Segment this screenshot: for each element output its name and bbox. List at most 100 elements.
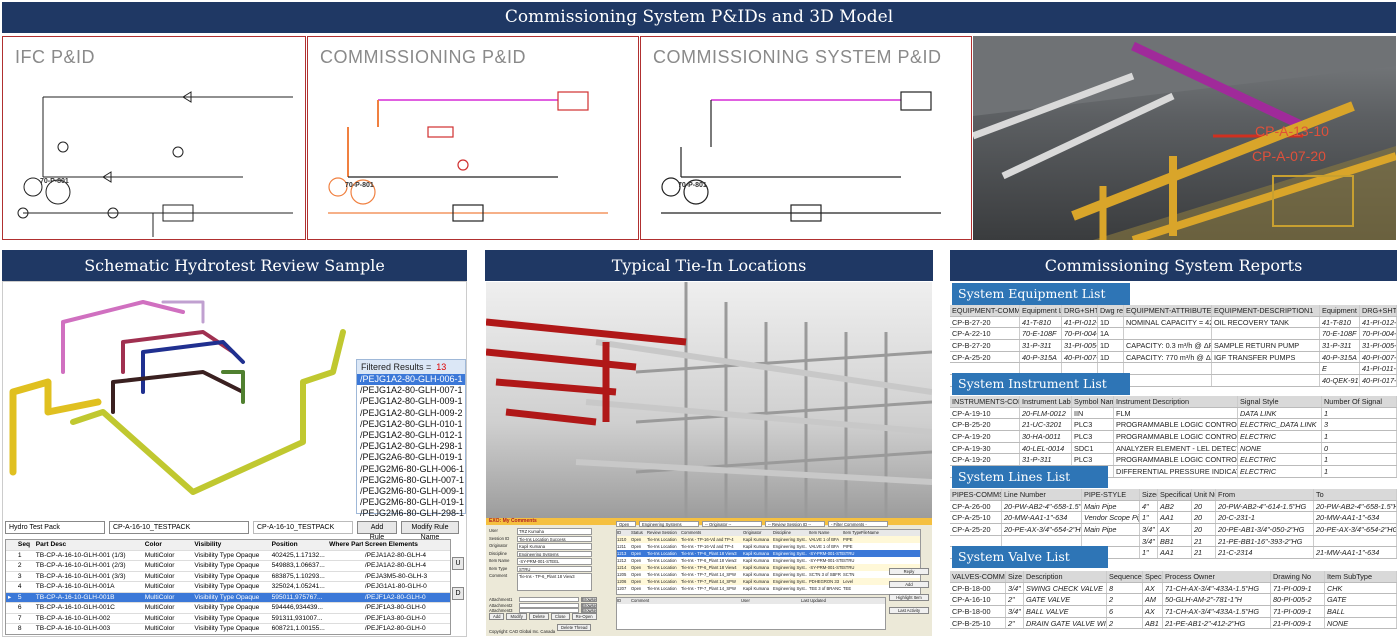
grid-column-header[interactable]: Seq bbox=[17, 541, 31, 548]
filtered-result-item[interactable]: /PEJG2M6-80-GLH-007-1 bbox=[360, 474, 465, 485]
tiein-side-button[interactable]: Last Activity bbox=[889, 607, 929, 614]
filtered-result-item[interactable]: /PEJG1A2-80-GLH-010-1 bbox=[360, 418, 463, 429]
tiein-column-header[interactable]: Comments bbox=[681, 530, 702, 535]
thread-column-header[interactable]: User bbox=[741, 598, 750, 603]
grid-column-header[interactable]: Part Desc bbox=[35, 541, 67, 548]
filtered-results-list[interactable]: Filtered Results = 13 /PEJG1A2-80-GLH-00… bbox=[356, 359, 466, 518]
report-cell: 71-PI-009-1 bbox=[1271, 606, 1325, 617]
filtered-result-item[interactable]: /PEJG2M6-80-GLH-006-1 bbox=[360, 463, 465, 474]
tiein-filter-dropdown[interactable]: -- Originator -- bbox=[702, 521, 762, 527]
delete-thread-button[interactable]: Delete Thread bbox=[557, 624, 592, 631]
filtered-result-item[interactable]: /PEJG1A2-80-GLH-006-1 bbox=[357, 374, 465, 386]
tiein-table-cell: Tie-Ins - TP-7_Plant 14_SPW bbox=[681, 572, 736, 577]
tiein-delete-button[interactable]: Delete bbox=[528, 613, 549, 620]
tiein-column-header[interactable]: Originator bbox=[743, 530, 762, 535]
tiein-field-input[interactable]: STRU bbox=[517, 565, 592, 572]
filtered-result-item[interactable]: /PEJG1A2-80-GLH-298-1 bbox=[360, 441, 463, 452]
tiein-3d-view[interactable] bbox=[486, 282, 932, 518]
filtered-result-item[interactable]: /PEJG2M6-80-GLH-019-1 bbox=[360, 497, 465, 508]
pack-name-field[interactable]: CP-A-16-10_TESTPACK bbox=[253, 521, 353, 534]
grid-column-header[interactable]: Color bbox=[144, 541, 162, 548]
report-cell: 20-MW-AA1-1"-634 bbox=[1314, 512, 1397, 524]
tiein-side-button[interactable]: Add bbox=[889, 581, 929, 588]
report-header-row: EQUIPMENT-COMMSYSEquipment LabelDRG+SHTD… bbox=[950, 305, 1397, 317]
grid-column-header[interactable]: Visibility bbox=[194, 541, 222, 548]
tiein-side-button[interactable]: Highlight Item bbox=[889, 594, 929, 601]
tiein-add-button[interactable]: Add bbox=[489, 613, 505, 620]
pack-select-dropdown[interactable]: CP-A-16-10_TESTPACK bbox=[109, 521, 249, 534]
move-up-button[interactable]: U bbox=[452, 557, 464, 570]
tiein-column-header[interactable]: Discipline bbox=[773, 530, 791, 535]
tiein-comments-table[interactable]: ID Status Review Session Comments Originator… bbox=[616, 529, 921, 595]
tiein-column-header[interactable]: Item Type bbox=[843, 530, 861, 535]
tiein-close-button[interactable]: Close bbox=[550, 613, 570, 620]
browse-button[interactable]: Browse bbox=[581, 597, 597, 602]
tiein-field-input[interactable]: Engineering Systems bbox=[517, 550, 592, 557]
tiein-reopen-button[interactable]: Re-Open bbox=[571, 613, 597, 620]
table-cell: /PEJA1A2-80-GLH-4 bbox=[364, 551, 427, 559]
browse-button[interactable]: Browse bbox=[581, 608, 597, 613]
tiein-column-header[interactable]: Item Name bbox=[809, 530, 830, 535]
attachment-field[interactable] bbox=[519, 602, 579, 608]
report-cell: PROGRAMMABLE LOGIC CONTROL bbox=[1116, 454, 1238, 466]
filtered-result-item[interactable]: /PEJG1A2-80-GLH-009-2 bbox=[360, 407, 463, 418]
tiein-filter-dropdown[interactable]: - Filter Comments - bbox=[828, 521, 888, 527]
filtered-result-item[interactable]: /PEJG1A2-80-GLH-009-1 bbox=[360, 396, 463, 407]
tiein-field-input[interactable]: Kapil Kumana bbox=[517, 543, 592, 550]
tiein-field-input[interactable]: TRZ Kumaha bbox=[517, 528, 592, 535]
attachment-field[interactable] bbox=[519, 597, 579, 602]
tiein-field-input[interactable]: Tie-Ins - TP-6_Plant 18 View3 bbox=[517, 573, 592, 591]
filtered-result-item[interactable]: /PEJG2M6-80-GLH-009-1 bbox=[360, 486, 465, 497]
grid-column-header[interactable]: Position bbox=[271, 541, 298, 548]
grid-column-header[interactable]: Screen Elements bbox=[364, 541, 418, 548]
thread-column-header[interactable]: Last Updated bbox=[801, 598, 826, 603]
modify-rule-button[interactable]: Modify Rule Name bbox=[401, 521, 459, 541]
filtered-result-item[interactable]: /PEJG1A2-80-GLH-007-1 bbox=[360, 385, 463, 396]
tiein-column-header[interactable]: FileName bbox=[861, 530, 879, 535]
tiein-column-header[interactable]: Review Session bbox=[647, 530, 677, 535]
tiein-field-input[interactable]: -SY-PRM-001-STEEL bbox=[517, 558, 592, 565]
testpack-grid[interactable]: Seq Part Desc Color Visibility Position Where… bbox=[5, 539, 451, 635]
filtered-result-item[interactable]: /PEJG1A2-80-GLH-012-1 bbox=[360, 430, 463, 441]
tiein-column-header[interactable]: ID bbox=[617, 530, 622, 535]
tiein-filter-dropdown[interactable]: Open bbox=[616, 521, 636, 527]
row-indicator bbox=[6, 551, 16, 561]
model-3d-view[interactable]: CP-A-13-10 CP-A-07-20 bbox=[973, 36, 1396, 240]
report-cell: FLM bbox=[1114, 407, 1238, 419]
filtered-result-item[interactable]: /PEJG2A6-80-GLH-019-1 bbox=[360, 452, 463, 463]
tiein-field-input[interactable]: Tie-Ins Location Success bbox=[517, 535, 592, 542]
filtered-result-item[interactable]: /PEJG2M6-80-GLH-298-1 bbox=[360, 508, 465, 519]
grid-column-header[interactable]: Where Part bbox=[329, 541, 363, 548]
move-down-button[interactable]: D bbox=[452, 587, 464, 600]
thread-column-header[interactable]: ID bbox=[617, 598, 622, 603]
pack-type-dropdown[interactable]: Hydro Test Pack bbox=[5, 521, 105, 534]
tiein-modify-button[interactable]: Modify bbox=[506, 613, 527, 620]
add-rule-button[interactable]: Add Rule bbox=[357, 521, 397, 541]
tiein-column-header[interactable]: Status bbox=[631, 530, 643, 535]
tiein-side-button[interactable]: Reply bbox=[889, 568, 929, 575]
tiein-filter-dropdown[interactable]: -- Review Session ID -- bbox=[765, 521, 825, 527]
tiein-filter-dropdown[interactable]: Engineering Systems bbox=[639, 521, 699, 527]
thread-column-header[interactable]: Comment bbox=[631, 598, 650, 603]
hydrotest-schematic[interactable] bbox=[3, 282, 467, 517]
attachment-field[interactable] bbox=[519, 608, 579, 613]
browse-button[interactable]: Browse bbox=[581, 602, 597, 608]
